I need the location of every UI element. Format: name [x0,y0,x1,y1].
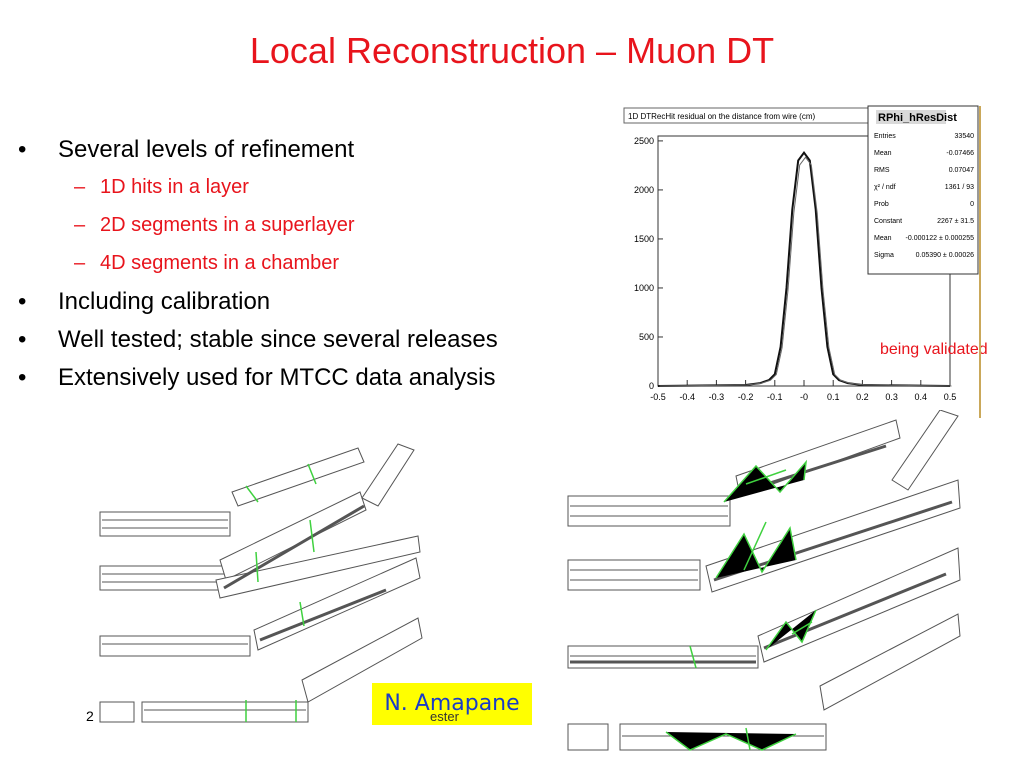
bullet-item: • Including calibration [18,286,608,324]
y-tick-label: 1000 [634,283,654,293]
x-tick-label: -0 [800,392,808,402]
x-tick-label: 0.5 [944,392,957,402]
sub-bullet-item: –2D segments in a superlayer [18,210,608,248]
y-tick-label: 2000 [634,185,654,195]
stats-label: Sigma [874,252,894,259]
dash-marker: – [74,176,86,198]
dash-marker: – [74,252,86,274]
chamber-display-left [99,443,423,723]
x-tick-label: -0.1 [767,392,783,402]
stats-value: 0 [970,201,974,208]
bullet-list: •Several levels of refinement–1D hits in… [18,134,608,400]
bullet-marker: • [18,364,27,391]
stats-value: 2267 ± 31.5 [937,218,974,225]
stats-value: 0.05390 ± 0.00026 [916,252,974,259]
stats-label: χ² / ndf [874,184,896,191]
bullet-item: • Well tested; stable since several relea… [18,324,608,362]
y-tick-label: 2500 [634,136,654,146]
stats-value: 33540 [955,133,975,140]
stats-label: Entries [874,133,896,140]
y-tick-label: 500 [639,332,654,342]
stats-label: RMS [874,167,890,174]
bullet-marker: • [18,288,27,315]
bullet-item: • Extensively used for MTCC data analysis [18,362,608,400]
bullet-text: Several levels of refinement [58,136,355,163]
x-tick-label: 0.1 [827,392,840,402]
x-tick-label: -0.4 [679,392,695,402]
bullet-marker: • [18,136,27,163]
bullet-item: • Several levels of refinement [18,134,608,172]
stats-value: -0.000122 ± 0.000255 [906,235,975,242]
slide-title: Local Reconstruction – Muon DT [249,30,775,71]
chamber-display-right [567,410,961,751]
stats-box [867,105,979,275]
y-tick-label: 0 [649,381,654,391]
fit-curve [659,156,952,387]
x-tick-label: 0.4 [915,392,928,402]
bullet-text: Well tested; stable since several releas… [58,326,498,353]
stats-value: 0.07047 [949,167,974,174]
histogram-title: 1D DTRecHit residual on the distance fro… [628,112,816,121]
stats-label: Mean [874,150,892,157]
x-tick-label: 0.3 [885,392,898,402]
y-tick-label: 1500 [634,234,654,244]
x-tick-label: -0.3 [709,392,725,402]
footer-text: ester [430,709,459,724]
dash-marker: – [74,214,86,236]
author-label: N. Amapane [372,683,532,725]
stats-value: 1361 / 93 [945,184,974,191]
bullet-text: 2D segments in a superlayer [100,214,355,236]
bullet-text: 1D hits in a layer [100,176,249,198]
stats-label: Prob [874,201,889,208]
stats-value: -0.07466 [946,150,974,157]
bullet-text: Extensively used for MTCC data analysis [58,364,496,391]
x-tick-label: -0.2 [738,392,754,402]
histogram-curve [657,151,951,387]
bullet-text: Including calibration [58,288,271,315]
stats-title: RPhi_hResDist [878,112,957,124]
x-tick-label: 0.2 [856,392,869,402]
sub-bullet-item: –4D segments in a chamber [18,248,608,286]
bullet-marker: • [18,326,27,353]
slide-number: 2 [86,708,94,724]
stats-label: Mean [874,235,892,242]
x-tick-label: -0.5 [650,392,666,402]
bullet-text: 4D segments in a chamber [100,252,340,274]
stats-label: Constant [874,218,902,225]
sub-bullet-item: –1D hits in a layer [18,172,608,210]
residual-histogram: 1D DTRecHit residual on the distance fro… [618,100,1024,420]
being-validated-label: being validated [880,341,988,358]
